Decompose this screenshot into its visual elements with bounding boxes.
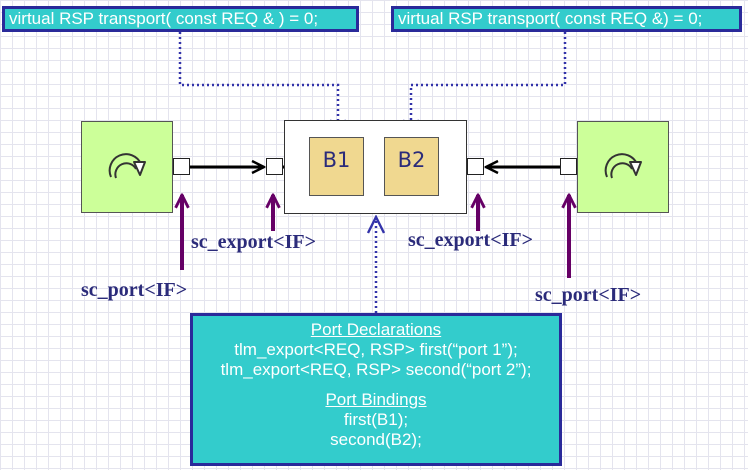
label-sc-export-left: sc_export<IF>	[191, 231, 316, 253]
declarations-box: Port Declarations tlm_export<REQ, RSP> f…	[190, 313, 562, 466]
dotted-connector-left	[178, 32, 338, 136]
callout-transport-right: virtual RSP transport( const REQ &) = 0;	[391, 6, 742, 32]
module-right	[577, 121, 669, 213]
label-sc-port-left: sc_port<IF>	[81, 279, 188, 301]
port-pin-left	[173, 158, 190, 175]
process-arrow-icon	[108, 153, 146, 179]
declaration-line: tlm_export<REQ, RSP> second(“port 2”);	[220, 360, 532, 379]
port-declarations-heading: Port Declarations	[310, 320, 442, 339]
callout-transport-left: virtual RSP transport( const REQ & ) = 0…	[2, 6, 359, 32]
binding-line: first(B1);	[343, 410, 409, 429]
block-b1: B1	[309, 137, 364, 196]
port-bindings-heading: Port Bindings	[325, 390, 427, 409]
binding-line: second(B2);	[330, 430, 422, 449]
export-pin-right	[467, 158, 484, 175]
port-pin-right	[560, 158, 577, 175]
module-left	[81, 121, 173, 213]
label-sc-export-right: sc_export<IF>	[408, 229, 533, 251]
label-sc-port-right: sc_port<IF>	[535, 284, 642, 306]
process-arrow-icon	[604, 153, 642, 179]
block-b2: B2	[384, 137, 439, 196]
dotted-connector-right	[411, 32, 567, 136]
export-pin-left	[266, 158, 283, 175]
declaration-line: tlm_export<REQ, RSP> first(“port 1”);	[234, 340, 518, 359]
